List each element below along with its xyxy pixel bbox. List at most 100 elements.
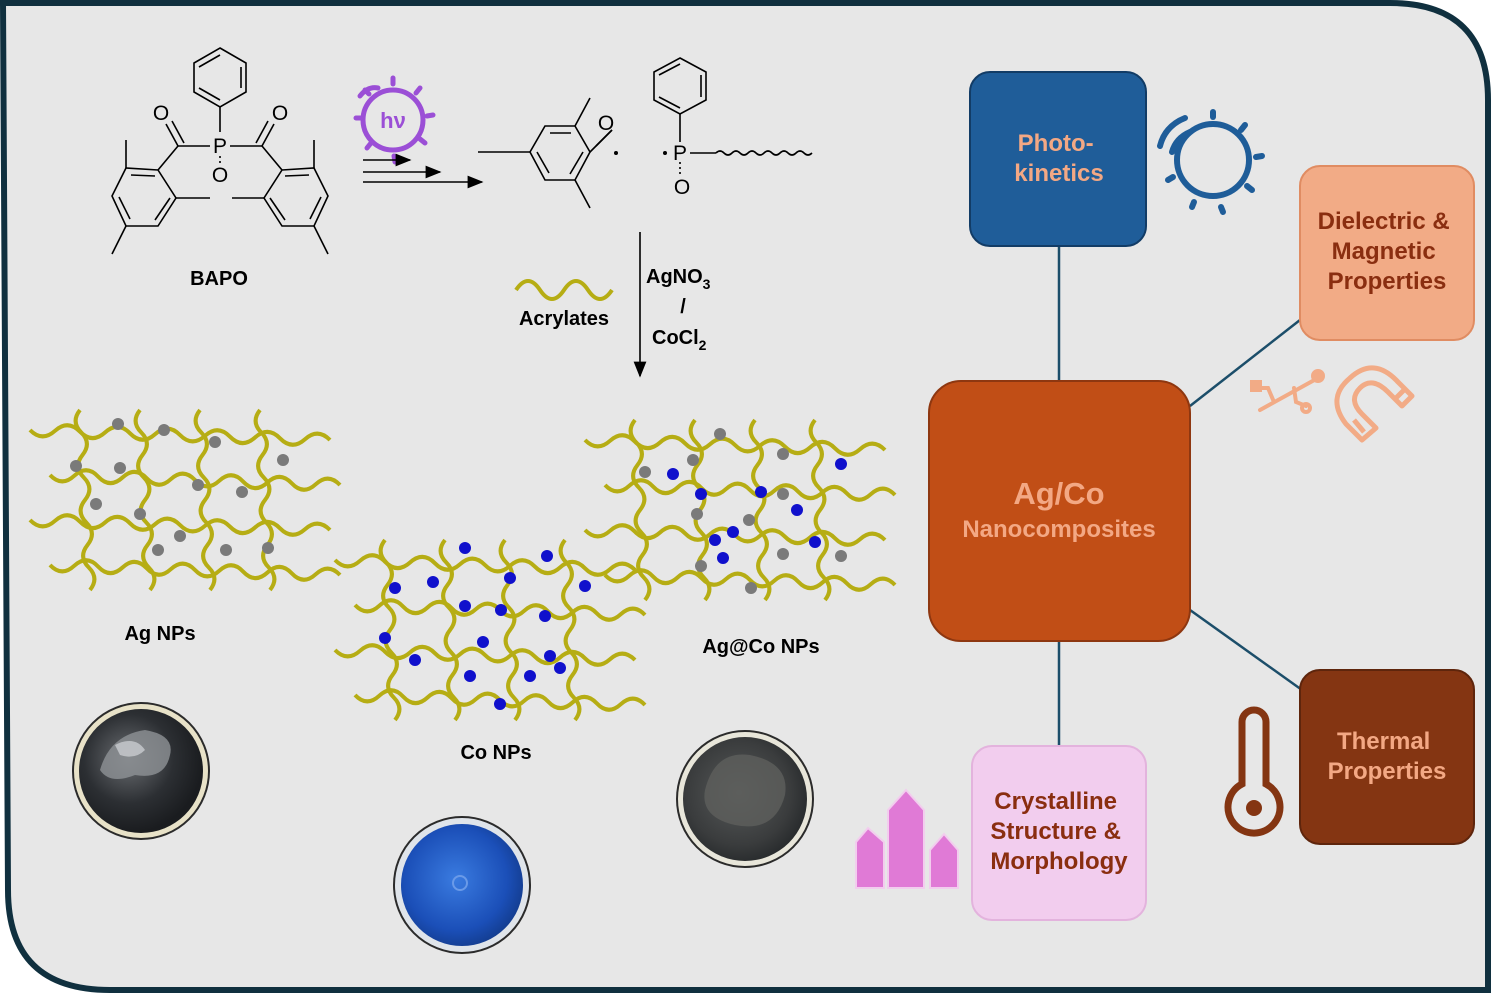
ag-nanoparticle — [114, 462, 126, 474]
ag-nanoparticle — [158, 424, 170, 436]
ag-nanoparticle — [152, 544, 164, 556]
phosphinoyl-oxygen: O — [674, 176, 690, 199]
reagent-separator: / — [680, 296, 686, 318]
bapo-label: BAPO — [190, 268, 248, 290]
co-nanoparticle — [539, 610, 551, 622]
ag-nanoparticle — [277, 454, 289, 466]
usb-icon — [1250, 369, 1325, 414]
light-bulb-icon — [353, 75, 436, 165]
agco-network — [583, 418, 897, 602]
center-box: Ag/Co Nanocomposites — [928, 380, 1191, 642]
ag-nanoparticle — [835, 550, 847, 562]
center-subtitle: Nanocomposites — [962, 516, 1155, 543]
reagent-cocl2: CoCl2 — [652, 327, 707, 353]
co-nanoparticle — [755, 486, 767, 498]
light-bulb-icon — [1157, 109, 1265, 215]
reagent-agno3: AgNO3 — [646, 266, 711, 292]
svg-text:Photo- kinetics: Photo- kinetics — [1014, 130, 1103, 187]
crystalline-box: Crystalline Structure & Morphology — [971, 745, 1147, 921]
polymer-crosslink — [73, 408, 97, 592]
co-nanoparticle — [809, 536, 821, 548]
co-nanoparticle — [504, 572, 516, 584]
ag-nanoparticle — [220, 544, 232, 556]
svg-text:Thermal Properties: Thermal Properties — [1328, 728, 1447, 785]
co-nps-label: Co NPs — [460, 742, 531, 764]
radical-dot — [663, 151, 667, 155]
hv-label: hν — [380, 108, 406, 133]
polymer-strand — [48, 558, 342, 582]
co-nanoparticle — [477, 636, 489, 648]
ag-nanoparticle — [687, 454, 699, 466]
polymer-crosslink — [378, 538, 402, 722]
ag-nanoparticle — [639, 466, 651, 478]
co-nanoparticle — [379, 632, 391, 644]
bapo-oxygen-left: O — [153, 102, 169, 125]
dielectric-box: Dielectric & Magnetic Properties — [1299, 165, 1475, 341]
polymer-strand — [333, 643, 637, 667]
polymer-crosslink — [438, 538, 462, 722]
ag-nanoparticle — [112, 418, 124, 430]
reaction-arrow-right — [363, 153, 484, 189]
ag-network — [28, 408, 342, 592]
ag-nanoparticle — [777, 548, 789, 560]
photokinetics-box: Photo- kinetics — [969, 71, 1147, 247]
radical-dot — [614, 151, 618, 155]
co-nanoparticle — [791, 504, 803, 516]
polymer-strand — [603, 568, 897, 592]
ag-nanoparticle — [743, 514, 755, 526]
co-nanoparticle — [409, 654, 421, 666]
benzoyl-oxygen: O — [598, 112, 614, 135]
agco-sample-dish — [676, 730, 814, 868]
polymer-crosslink — [808, 418, 832, 602]
co-nanoparticle — [524, 670, 536, 682]
polymer-crosslink — [748, 418, 772, 602]
dielectric-line2: Magnetic — [1332, 238, 1436, 265]
dielectric-line3: Properties — [1328, 268, 1447, 295]
co-nanoparticle — [727, 526, 739, 538]
bapo-structure — [111, 47, 329, 255]
co-nanoparticle — [717, 552, 729, 564]
ag-nanoparticle — [262, 542, 274, 554]
benzoyl-radical — [478, 97, 613, 209]
ag-nanoparticle — [90, 498, 102, 510]
magnet-icon — [1334, 365, 1415, 443]
thermometer-icon — [1224, 706, 1284, 837]
co-nanoparticle — [709, 534, 721, 546]
phosphinoyl-phosphorus: P — [673, 142, 687, 165]
ag-nanoparticle — [777, 488, 789, 500]
polymer-crosslink — [193, 408, 217, 592]
crystalline-line3: Morphology — [990, 848, 1128, 875]
co-nanoparticle — [579, 580, 591, 592]
ag-nanoparticle — [777, 448, 789, 460]
thermal-line1: Thermal — [1337, 728, 1430, 755]
crystal-icon — [855, 788, 959, 889]
ag-nanoparticle — [209, 436, 221, 448]
polymer-crosslink — [498, 538, 522, 722]
polymer-crosslink — [558, 538, 582, 722]
thermal-line2: Properties — [1328, 758, 1447, 785]
co-nanoparticle — [427, 576, 439, 588]
center-title: Ag/Co — [1013, 476, 1104, 511]
co-nanoparticle — [835, 458, 847, 470]
co-sample-dish — [393, 816, 531, 954]
co-nanoparticle — [554, 662, 566, 674]
co-nanoparticle — [495, 604, 507, 616]
dielectric-line1: Dielectric & — [1318, 208, 1450, 235]
co-nanoparticle — [494, 698, 506, 710]
photokinetics-line1: Photo- — [1018, 130, 1094, 157]
polymer-crosslink — [133, 408, 157, 592]
co-nanoparticle — [667, 468, 679, 480]
acrylates-label: Acrylates — [519, 308, 609, 330]
co-nanoparticle — [544, 650, 556, 662]
co-nanoparticle — [541, 550, 553, 562]
ag-nanoparticle — [134, 508, 146, 520]
co-network — [333, 538, 647, 722]
ag-nps-label: Ag NPs — [124, 623, 195, 645]
co-nanoparticle — [695, 488, 707, 500]
ag-nanoparticle — [70, 460, 82, 472]
polymer-strand — [603, 478, 897, 502]
ag-nanoparticle — [236, 486, 248, 498]
mindmap-connectors — [1057, 246, 1303, 746]
